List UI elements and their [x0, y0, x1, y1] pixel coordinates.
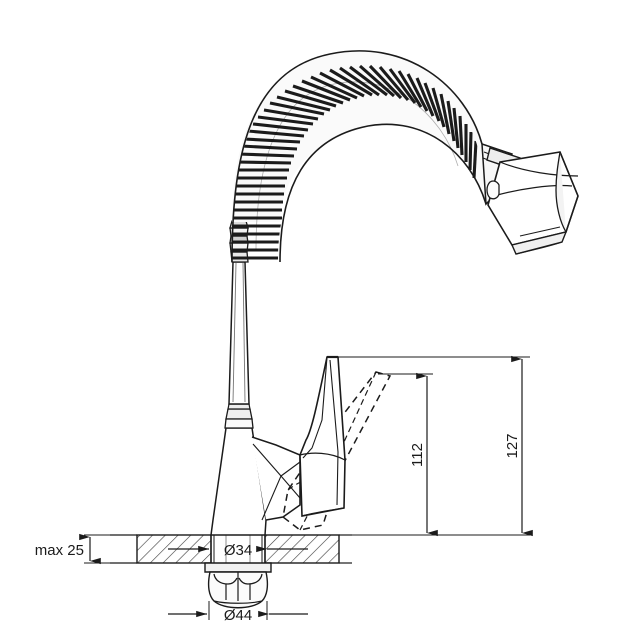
body-base: [210, 403, 301, 536]
dimension-label-counter-thickness: max 25: [35, 542, 84, 559]
dimension-handle-down-height: 112: [344, 372, 438, 537]
dimension-mounting-hole: Ø34: [168, 542, 308, 559]
dimension-label-base-nut: Ø44: [224, 607, 252, 624]
flexible-hose: [231, 50, 520, 263]
dimension-base-nut: Ø44: [168, 601, 308, 624]
dimension-label-handle-down-height: 112: [409, 443, 426, 467]
fixing-nut: [204, 535, 272, 609]
dimension-counter-thickness: max 25: [35, 533, 137, 565]
lever-handle: [299, 355, 346, 517]
dimension-handle-up-height: 127: [330, 355, 533, 537]
hose-corrugation: [232, 64, 478, 260]
dimension-label-handle-up-height: 127: [504, 433, 521, 458]
spray-head: [486, 151, 579, 255]
dimension-label-mounting-hole: Ø34: [224, 542, 252, 559]
